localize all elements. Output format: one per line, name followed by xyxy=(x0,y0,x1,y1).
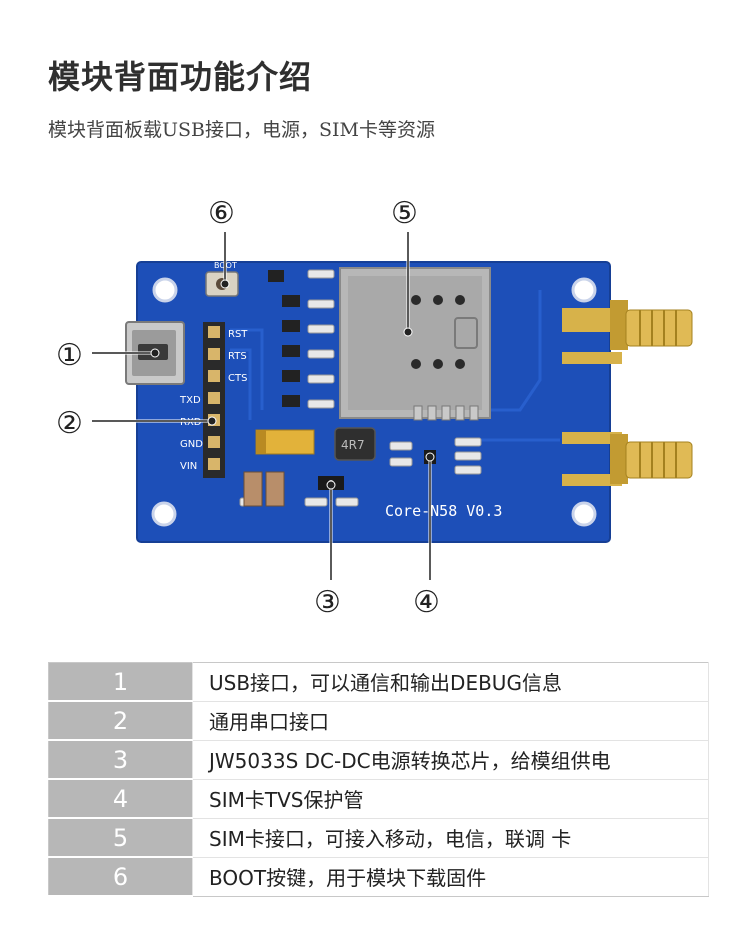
row-description: 通用串口接口 xyxy=(197,701,709,741)
callout-3: ③ xyxy=(314,585,341,620)
row-index: 3 xyxy=(48,740,193,780)
row-description: USB接口，可以通信和输出DEBUG信息 xyxy=(197,662,709,702)
mount-hole xyxy=(151,501,177,527)
callout-4: ④ xyxy=(413,585,440,620)
svg-text:4R7: 4R7 xyxy=(341,438,365,452)
table-row: 2 通用串口接口 xyxy=(48,701,709,741)
pin-label-vin: VIN xyxy=(180,461,197,472)
table-row: 3 JW5033S DC-DC电源转换芯片，给模组供电 xyxy=(48,740,709,780)
table-row: 1 USB接口，可以通信和输出DEBUG信息 xyxy=(48,662,709,702)
mount-hole xyxy=(571,501,597,527)
board-version-silk: Core-N58 V0.3 xyxy=(385,502,502,520)
row-index: 5 xyxy=(48,818,193,858)
callout-5: ⑤ xyxy=(391,196,418,231)
inductor xyxy=(334,427,376,461)
mount-hole xyxy=(571,277,597,303)
row-index: 4 xyxy=(48,779,193,819)
pin-label-rst: RST xyxy=(228,329,248,340)
page-subtitle: 模块背面板载USB接口，电源，SIM卡等资源 xyxy=(48,119,435,141)
module-board-illustration: RST RTS CTS TXD RXD GND VIN BOOT xyxy=(56,196,693,620)
pin-label-cts: CTS xyxy=(228,373,247,384)
row-description: JW5033S DC-DC电源转换芯片，给模组供电 xyxy=(197,740,709,780)
table-row: 6 BOOT按键，用于模块下载固件 xyxy=(48,857,709,897)
row-index: 1 xyxy=(48,662,193,702)
pin-label-rts: RTS xyxy=(228,351,247,362)
sim-card-holder xyxy=(339,267,491,421)
feature-table: 1 USB接口，可以通信和输出DEBUG信息 2 通用串口接口 3 JW5033… xyxy=(48,662,709,897)
pin-label-gnd: GND xyxy=(180,439,203,450)
row-index: 2 xyxy=(48,701,193,741)
pin-label-txd: TXD xyxy=(179,395,201,406)
row-description: BOOT按键，用于模块下载固件 xyxy=(197,857,709,897)
row-description: SIM卡TVS保护管 xyxy=(197,779,709,819)
page-title: 模块背面功能介绍 xyxy=(48,58,313,96)
sma-connector-top xyxy=(562,300,693,364)
sma-connector-bottom xyxy=(562,432,693,486)
table-row: 5 SIM卡接口，可接入移动，电信，联调 卡 xyxy=(48,818,709,858)
callout-2: ② xyxy=(56,406,83,441)
row-index: 6 xyxy=(48,857,193,897)
callout-6: ⑥ xyxy=(208,196,235,231)
table-row: 4 SIM卡TVS保护管 xyxy=(48,779,709,819)
row-description: SIM卡接口，可接入移动，电信，联调 卡 xyxy=(197,818,709,858)
pin-header xyxy=(203,322,225,478)
callout-1: ① xyxy=(56,338,83,373)
mount-hole xyxy=(152,277,178,303)
